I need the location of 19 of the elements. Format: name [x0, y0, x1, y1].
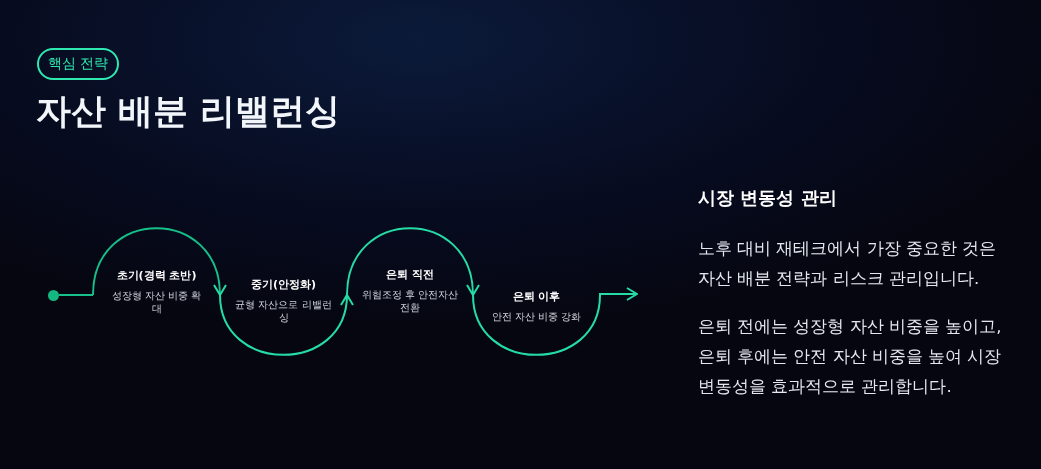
stage-heading: 은퇴 이후: [511, 289, 562, 304]
arrow: [219, 294, 353, 356]
section-heading: 시장 변동성 관리: [698, 186, 838, 210]
page-title: 자산 배분 리밸런싱: [36, 90, 341, 133]
stage-description: 균형 자산으로 리밸런싱: [234, 298, 333, 324]
paragraph: 노후 대비 재테크에서 가장 중요한 것은 자산 배분 전략과 리스크 관리입니다.: [698, 238, 998, 290]
stage-description: 안전 자산 비중 강화: [490, 310, 583, 323]
stage-heading: 초기(경력 초반): [115, 268, 198, 283]
arrow: [472, 287, 638, 356]
stage-heading: 은퇴 직전: [385, 267, 435, 282]
tag-badge: 핵심 전략: [37, 48, 119, 80]
stage-description: 위험조정 후 안전자산 전환: [361, 288, 459, 314]
arrow: [92, 227, 226, 296]
start-dot: [48, 290, 59, 301]
paragraph: 은퇴 전에는 성장형 자산 비중을 높이고, 은퇴 후에는 안전 자산 비중을 높여 시장 변동성을 효과적으로 관리합니다.: [698, 316, 1003, 398]
stage-description: 성장형 자산 비중 확대: [110, 289, 203, 315]
connector-line: [58, 294, 94, 296]
stage-heading: 중기(안정화): [249, 277, 318, 292]
arrow: [346, 227, 479, 296]
